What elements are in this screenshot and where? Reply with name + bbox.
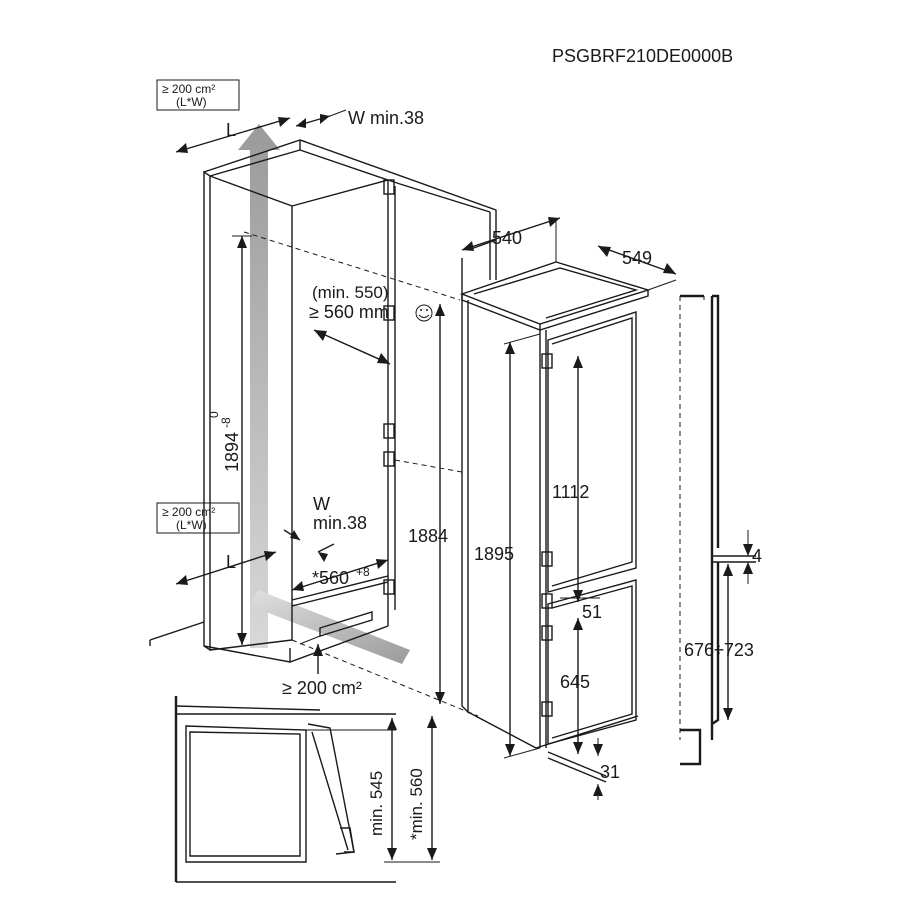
plan-min-depth: min. 545 — [367, 771, 386, 836]
base-vent-area: ≥ 200 cm² — [282, 678, 362, 698]
vent-bottom-dimension — [175, 529, 335, 585]
smiley-icon — [415, 304, 433, 322]
niche-depth-dimension — [313, 329, 391, 365]
fridge-door-height-value: 1112 — [552, 482, 589, 502]
vent-bottom-length: L — [226, 552, 236, 572]
appliance-depth-value: 549 — [622, 248, 652, 268]
vent-top-label-box — [156, 79, 240, 111]
vent-bottom-formula: (L*W) — [176, 518, 207, 532]
niche-depth-min-note: (min. 550) — [312, 283, 389, 302]
appliance-width-value: 540 — [492, 228, 522, 248]
base-vent-pointer — [313, 644, 323, 674]
model-code: PSGBRF210DE0000B — [552, 46, 733, 66]
appliance-total-height-value: 1895 — [474, 544, 514, 564]
door-gap-dimension — [743, 530, 753, 584]
door-range-dimension — [723, 564, 733, 720]
door-side-profile — [679, 294, 756, 766]
freezer-door-height-value: 645 — [560, 672, 590, 692]
niche-width-value: *560 — [312, 568, 349, 588]
vent-top-area: ≥ 200 cm² — [162, 82, 215, 96]
vent-bottom-area: ≥ 200 cm² — [162, 505, 215, 519]
niche-width-tol: +8 — [356, 565, 370, 579]
bottom-gap-dimension — [547, 738, 607, 800]
appliance-niche-height-value: 1884 — [408, 526, 448, 546]
plan-min-depth-star: *min. 560 — [407, 768, 426, 840]
niche-height-tol-upper: 0 — [207, 411, 221, 418]
niche-height-value: 1894 — [222, 432, 242, 472]
ventilation-flow-arrow-bottom — [250, 590, 410, 664]
vent-top-dimension — [175, 109, 347, 153]
niche-height-dimension — [232, 235, 252, 645]
appliance-total-height-dimension — [503, 333, 541, 759]
hinge-icons-appliance — [541, 353, 553, 717]
vent-bottom-width: W — [313, 494, 330, 514]
niche-depth-value: ≥ 560 mm — [309, 302, 389, 322]
door-gap-value: 4 — [752, 546, 762, 566]
hinge-icons-niche — [383, 179, 395, 595]
freezer-door-height-dimension — [573, 618, 583, 754]
niche-height-tol-lower: -8 — [219, 417, 233, 428]
fridge-door-height-dimension — [573, 356, 583, 602]
bottom-gap-value: 31 — [600, 762, 620, 782]
plan-depth-dimension — [384, 716, 440, 863]
door-range-value: 676÷723 — [684, 640, 754, 660]
vent-bottom-label-box — [156, 502, 240, 534]
vent-bottom-width-min: min.38 — [313, 513, 367, 533]
plan-view — [174, 696, 396, 883]
gap-value: 51 — [582, 602, 602, 622]
niche-cabinet — [149, 124, 497, 717]
vent-top-formula: (L*W) — [176, 95, 207, 109]
vent-top-width: W min.38 — [348, 108, 424, 128]
appliance-niche-height-dimension — [435, 304, 445, 704]
ventilation-flow-arrow-vertical — [238, 124, 280, 648]
appliance-depth-dimension — [597, 245, 677, 291]
appliance-body — [459, 239, 651, 749]
niche-width-dimension — [291, 559, 389, 591]
appliance-width-dimension — [461, 217, 561, 262]
vent-top-length: L — [226, 120, 236, 140]
